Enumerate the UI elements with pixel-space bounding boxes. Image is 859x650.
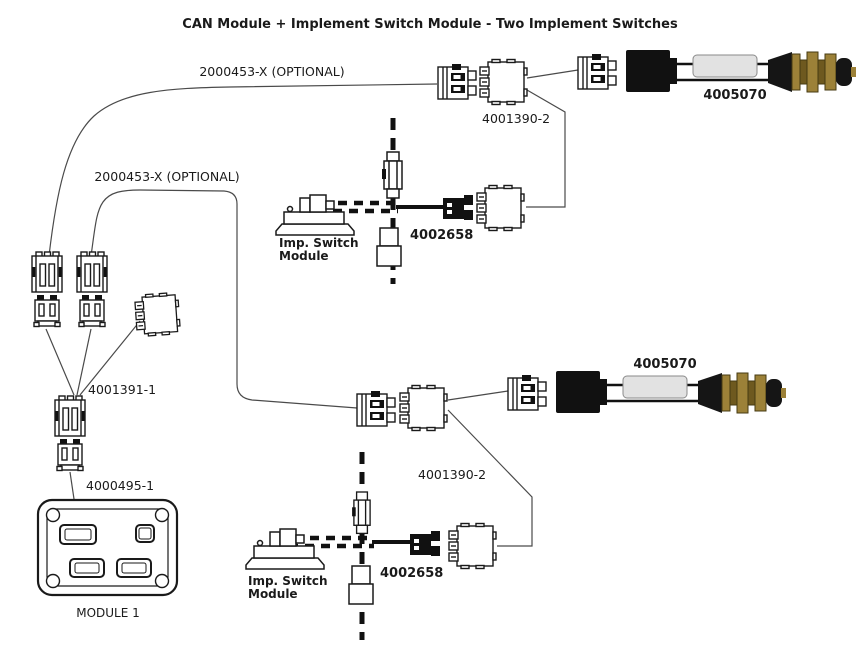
screw-hole-icon [45, 507, 61, 523]
switch-cable-top-black-connector [443, 195, 473, 220]
imp-switch-module-bottom [245, 528, 325, 570]
screw-hole-icon [154, 573, 170, 589]
wire-splitter-leg-1 [45, 328, 75, 396]
y-adapter-top-plug [437, 63, 477, 100]
boundary-connector-bottom-upper [351, 491, 371, 535]
can-module-box [36, 498, 179, 597]
label-imp-switch-top-line1: Imp. Switch [279, 236, 359, 250]
can-connector-receptacle-3 [133, 291, 182, 338]
wire-ybranch-bottom-to-sensor [447, 390, 509, 401]
switch-cable-top-receptacle [476, 184, 525, 232]
boundary-connector-top-upper [381, 151, 403, 199]
label-y-cable-bottom: 4001390-2 [418, 467, 486, 482]
label-imp-switch-bottom-line2: Module [248, 587, 298, 601]
sensor-cable-top [578, 50, 856, 92]
label-splitter-cable: 4001391-1 [88, 382, 156, 397]
y-adapter-bottom-plug [356, 390, 396, 427]
label-switch-cable-top: 4002658 [410, 228, 473, 243]
switch-cable-bottom-receptacle [448, 522, 497, 570]
label-sensor-cable-top: 4005070 [703, 88, 766, 103]
wire-ybranch-bottom-to-switch [447, 409, 533, 547]
label-y-cable-top: 4001390-2 [482, 111, 550, 126]
label-switch-cable-bottom: 4002658 [380, 566, 443, 581]
wire-optional-cable-top [48, 83, 438, 257]
label-imp-switch-bottom-line1: Imp. Switch [248, 574, 328, 588]
label-optional-cable-top: 2000453-X (OPTIONAL) [199, 64, 344, 79]
boundary-connector-bottom-lower [348, 565, 374, 605]
wire-ybranch-top-to-sensor [526, 69, 579, 79]
screw-hole-icon [154, 507, 170, 523]
label-imp-switch-top-line2: Module [279, 249, 329, 263]
can-connector-pair-2 [76, 251, 108, 328]
label-module-name: MODULE 1 [76, 606, 140, 620]
wire-optional-cable-mid [90, 189, 358, 409]
switch-cable-bottom-black-connector [410, 531, 440, 556]
y-adapter-top-receptacle [479, 58, 528, 106]
boundary-connector-top-lower [376, 227, 402, 267]
label-module-cable: 4000495-1 [86, 478, 154, 493]
sensor-cable-bottom [508, 371, 786, 413]
splitter-connector-4001391 [54, 395, 86, 472]
y-adapter-bottom-receptacle [399, 384, 448, 432]
wire-splitter-leg-3 [79, 320, 141, 396]
label-sensor-cable-bottom: 4005070 [633, 357, 696, 372]
screw-hole-icon [45, 573, 61, 589]
can-connector-pair-1 [31, 251, 63, 328]
wire-splitter-leg-2 [76, 328, 92, 396]
label-optional-cable-mid: 2000453-X (OPTIONAL) [94, 169, 239, 184]
diagram-title: CAN Module + Implement Switch Module - T… [182, 17, 678, 32]
wire-ybranch-top-to-switch [526, 89, 566, 208]
